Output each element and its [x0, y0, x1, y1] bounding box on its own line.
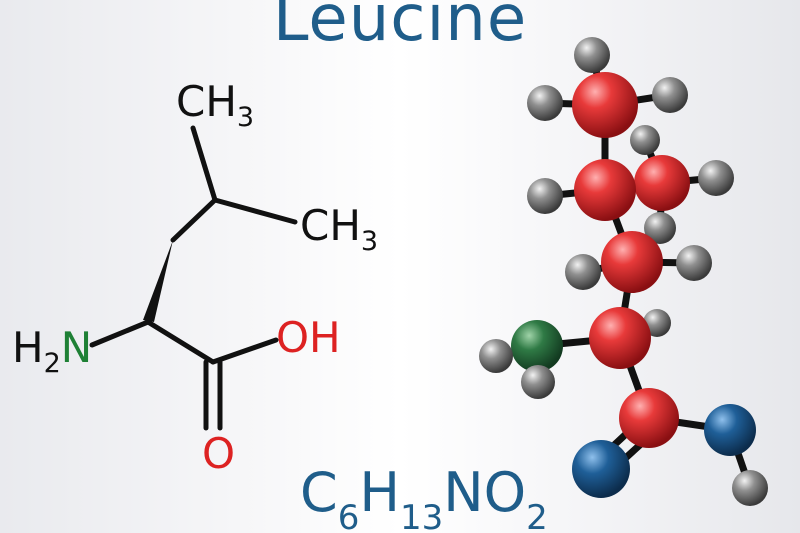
bond-ch3-right [212, 197, 298, 225]
hydrogen-atom [630, 125, 660, 155]
oxygen-atom [572, 440, 630, 498]
hydrogen-atom [643, 309, 671, 337]
formula-subscript: 13 [399, 498, 444, 533]
wedge-bond [143, 240, 173, 322]
hydrogen-atom [527, 178, 563, 214]
model-atoms [479, 37, 768, 506]
formula-subscript: 6 [337, 498, 360, 533]
formula-subscript: 2 [526, 498, 548, 533]
carbon-atom [574, 159, 636, 221]
carbon-atom [601, 231, 663, 293]
hydrogen-atom [698, 160, 734, 196]
formula-part: C [300, 461, 338, 524]
oxygen-atom [704, 404, 756, 456]
bond-ch3-top [190, 125, 218, 203]
carbonyl-o-label: O [202, 429, 235, 478]
hydrogen-atom [732, 470, 768, 506]
hydrogen-atom [644, 212, 676, 244]
title: Leucine [272, 0, 528, 56]
formula-part: H [359, 461, 400, 524]
hydrogen-atom [574, 37, 610, 73]
bond-n-calpha [89, 319, 151, 348]
bond-calpha-ccarboxyl [145, 319, 216, 365]
carbon-atom [619, 388, 679, 448]
formula-part: NO [443, 461, 527, 524]
carbon-atom [572, 72, 638, 138]
molecular-formula: C6H13NO2 [300, 466, 548, 533]
hydrogen-atom [652, 77, 688, 113]
hydrogen-atom [521, 365, 555, 399]
carbon-atom [589, 307, 651, 369]
hydrogen-atom [676, 245, 712, 281]
hydrogen-atom [479, 339, 513, 373]
nitrogen-atom [511, 320, 563, 372]
bond-c-oh [210, 337, 279, 365]
hydroxyl-label: OH [276, 313, 341, 362]
ball-and-stick-model [479, 37, 768, 506]
ch3-right-label: CH3 [300, 201, 378, 257]
bond-ch-ch2 [170, 197, 218, 243]
skeletal-formula [89, 125, 298, 431]
carbon-atom [634, 155, 690, 211]
amine-label: H2N [12, 323, 92, 379]
hydrogen-atom [527, 85, 563, 121]
hydrogen-atom [565, 254, 601, 290]
ch3-top-label: CH3 [176, 77, 254, 133]
